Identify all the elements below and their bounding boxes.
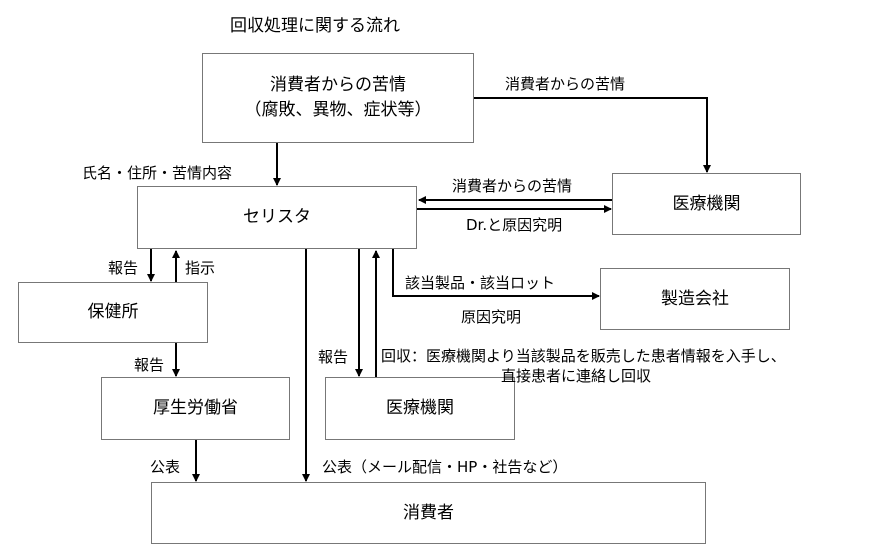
label-cause: 原因究明 [461,308,522,326]
label-name-address: 氏名・住所・苦情内容 [82,164,233,182]
label-selista-to-medical: Dr.と原因究明 [466,216,563,234]
complaint-line2: （腐敗、異物、症状等） [244,100,432,120]
medical-institution-bottom-box: 医療機関 [325,377,515,440]
complaint-line1: 消費者からの苦情 [270,75,406,96]
arrow-selista-to-manufacturer [392,249,600,300]
arrow-complaint-to-medical [474,97,711,173]
label-product-lot: 該当製品・該当ロット [405,274,556,292]
label-complaint-to-medical: 消費者からの苦情 [505,75,626,93]
recall-note-line1: 回収：医療機関より当該製品を販売した患者情報を入手し、 [381,347,786,365]
mhlw-box: 厚生労働省 [101,377,290,440]
label-report-to-mhlw: 報告 [134,356,165,374]
label-publish-mhlw: 公表 [150,458,181,476]
health-center-box: 保健所 [18,282,208,343]
consumer-complaint-box: 消費者からの苦情 （腐敗、異物、症状等） [202,53,474,143]
label-publish-selista: 公表（メール配信・HP・社告など） [322,458,568,476]
label-recall-note: 回収：医療機関より当該製品を販売した患者情報を入手し、 直接患者に連絡し回収 [381,347,786,386]
selista-box: セリスタ [137,186,417,249]
medical-institution-top-box: 医療機関 [612,173,801,235]
recall-note-line2: 直接患者に連絡し回収 [501,366,652,385]
label-medical-to-selista: 消費者からの苦情 [452,177,573,195]
consumer-box: 消費者 [151,482,706,544]
label-report-to-medical: 報告 [318,348,349,366]
label-report-to-health-center: 報告 [108,259,139,277]
manufacturer-box: 製造会社 [600,268,790,330]
diagram-title: 回収処理に関する流れ [230,16,400,36]
label-instruction: 指示 [185,259,216,277]
